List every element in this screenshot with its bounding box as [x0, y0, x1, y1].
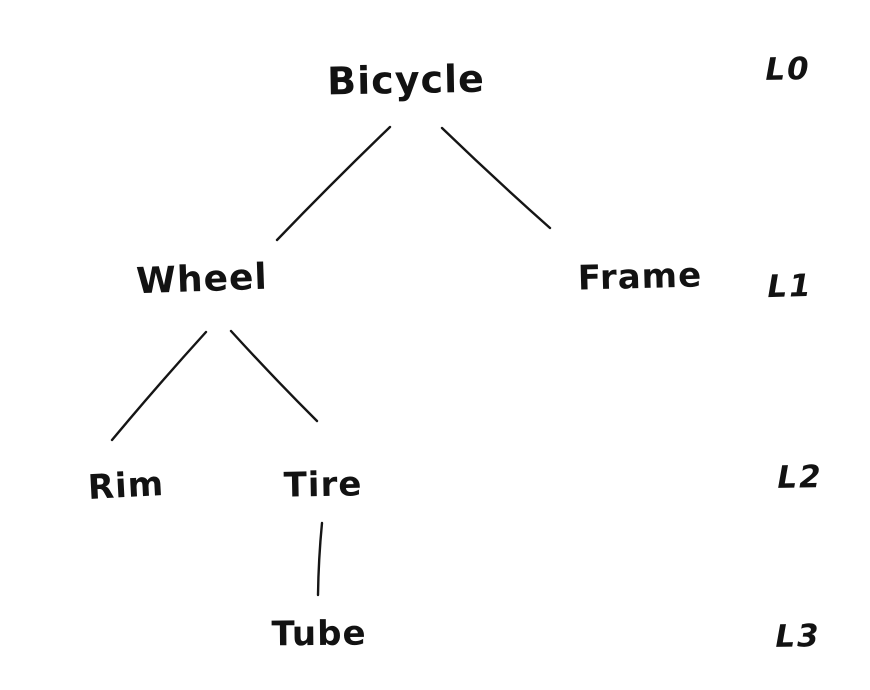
level-label-l1: L1 [766, 267, 814, 306]
edge-bicycle-wheel [275, 125, 392, 242]
edge-wheel-tire [229, 329, 319, 423]
node-frame: Frame [577, 255, 703, 299]
node-bicycle: Bicycle [326, 56, 486, 104]
node-wheel: Wheel [135, 256, 269, 303]
level-label-l0: L0 [765, 51, 811, 88]
edge-bicycle-frame [440, 126, 552, 230]
level-label-l3: L3 [775, 618, 821, 655]
node-tube: Tube [271, 613, 367, 655]
edge-tire-tube [316, 521, 324, 597]
node-rim: Rim [86, 464, 166, 508]
level-label-l2: L2 [777, 459, 823, 496]
edge-wheel-rim [110, 330, 208, 442]
node-tire: Tire [283, 464, 363, 506]
